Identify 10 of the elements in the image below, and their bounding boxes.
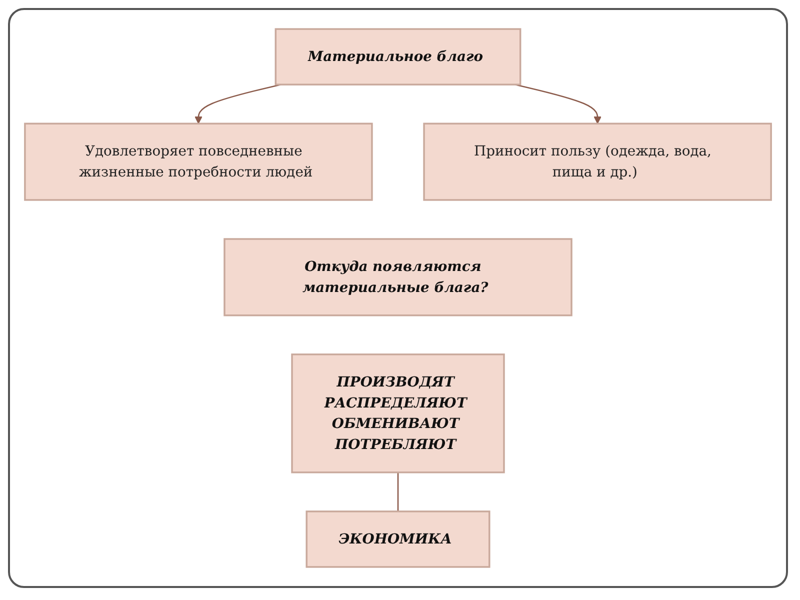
node-box — [291, 354, 505, 474]
node-box — [274, 28, 522, 86]
node-box — [423, 122, 772, 201]
connector — [397, 472, 399, 512]
arrow — [194, 84, 281, 124]
node-box — [306, 510, 490, 568]
node-box — [224, 238, 572, 316]
node-box — [24, 122, 373, 201]
arrow — [515, 84, 602, 124]
frame-background: Материальное благо Удовлетворяет повседневные жизненные потребности людей Приносит пользу (одежда, вода, пища и др.) Откуда появляются материальные блага? ПРОИЗВОДЯТ РАСПРЕДЕЛЯЮТ ОБМЕНИВАЮТ ПОТРЕБЛЯЮТ ЭКОНОМИКА — [8, 8, 788, 588]
